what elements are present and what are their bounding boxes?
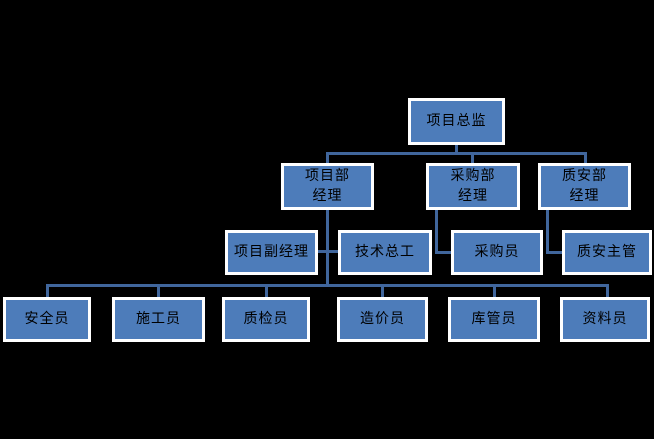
org-node-quality-safety-manager: 质安部 经理 [538,163,631,210]
connector-drop-safety [46,284,49,297]
org-node-quality-safety-supervisor: 质安主管 [562,230,652,275]
connector-bus-level2 [326,152,587,155]
connector-drop-quality-inspector [265,284,268,297]
connector-director-stub [455,144,458,153]
connector-purchaser-elbow-v [435,210,438,254]
connector-project-manager-trunk [326,210,329,287]
org-node-safety-officer: 安全员 [3,297,91,342]
connector-drop-project-manager [326,152,329,163]
org-node-cost-estimator: 造价员 [337,297,428,342]
org-node-quality-inspector: 质检员 [222,297,310,342]
connector-qs-supervisor-elbow-h [546,251,562,254]
org-node-warehouse-keeper: 库管员 [448,297,540,342]
connector-drop-documents [606,284,609,297]
org-node-director: 项目总监 [408,98,505,145]
org-node-purchasing-manager: 采购部 经理 [426,163,520,210]
org-node-chief-engineer: 技术总工 [338,230,432,275]
connector-bus-level4 [46,284,609,287]
connector-drop-quality-safety [584,152,587,163]
connector-drop-purchasing [471,152,474,163]
connector-qs-supervisor-elbow-v [546,210,549,254]
connector-drop-construction [157,284,160,297]
org-node-document-controller: 资料员 [560,297,650,342]
org-node-deputy-project-manager: 项目副经理 [225,230,318,275]
connector-drop-warehouse [493,284,496,297]
org-node-construction-officer: 施工员 [112,297,205,342]
connector-drop-cost-estimator [381,284,384,297]
connector-purchaser-elbow-h [435,251,451,254]
org-node-project-manager: 项目部 经理 [281,163,374,210]
org-node-purchaser: 采购员 [451,230,543,275]
connector-level3-stub [318,250,338,253]
